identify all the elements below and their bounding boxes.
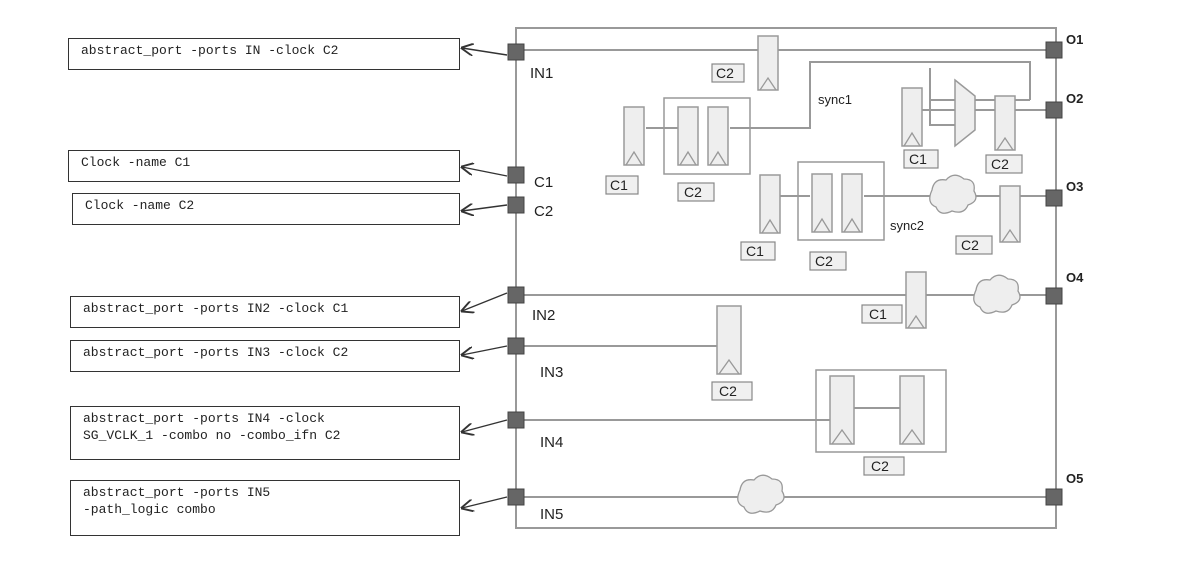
clock-tag-in2-c1: C1 bbox=[861, 304, 903, 324]
flop-o2-c2 bbox=[994, 95, 1016, 151]
arrow-c1 bbox=[462, 167, 508, 177]
svg-text:C2: C2 bbox=[871, 458, 889, 474]
port-in1 bbox=[507, 43, 525, 61]
svg-text:C2: C2 bbox=[991, 156, 1009, 172]
command-box-clock-c1: Clock -name C1 bbox=[68, 150, 460, 182]
mux bbox=[954, 78, 976, 148]
svg-text:C2: C2 bbox=[719, 383, 737, 399]
port-label-in4: IN4 bbox=[540, 434, 563, 451]
port-in5 bbox=[507, 488, 525, 506]
in4-group bbox=[815, 369, 947, 453]
flop-in2-c1 bbox=[905, 271, 927, 329]
svg-text:C2: C2 bbox=[815, 253, 833, 269]
port-label-o3: O3 bbox=[1066, 179, 1083, 194]
combo-cloud-o3 bbox=[929, 174, 977, 214]
flop-sync1-c1 bbox=[623, 106, 645, 166]
port-o1 bbox=[1045, 41, 1063, 59]
arrow-in4 bbox=[462, 419, 508, 432]
svg-text:C1: C1 bbox=[610, 177, 628, 193]
command-box-in1: abstract_port -ports IN -clock C2 bbox=[68, 38, 460, 70]
design-block bbox=[515, 27, 1057, 529]
command-box-in2: abstract_port -ports IN2 -clock C1 bbox=[70, 296, 460, 328]
port-label-in1: IN1 bbox=[530, 65, 553, 82]
svg-text:C2: C2 bbox=[716, 65, 734, 81]
port-label-o2: O2 bbox=[1066, 91, 1083, 106]
flop-in3-c2 bbox=[716, 305, 742, 375]
clock-tag-in1-c2: C2 bbox=[711, 63, 745, 83]
port-label-o1: O1 bbox=[1066, 32, 1083, 47]
clock-tag-sync1-c1: C1 bbox=[605, 175, 639, 195]
flop-sync2-b bbox=[841, 173, 863, 233]
port-o2 bbox=[1045, 101, 1063, 119]
flop-o2-c1 bbox=[901, 87, 923, 147]
flop-sync1-a bbox=[677, 106, 699, 166]
port-in2 bbox=[507, 286, 525, 304]
arrow-in1 bbox=[462, 48, 508, 55]
net-label-sync1: sync1 bbox=[818, 92, 852, 107]
flop-sync1-b bbox=[707, 106, 729, 166]
flop-sync2-a bbox=[811, 173, 833, 233]
port-c2 bbox=[507, 196, 525, 214]
arrow-in3 bbox=[462, 345, 508, 355]
port-o4 bbox=[1045, 287, 1063, 305]
svg-text:C1: C1 bbox=[869, 306, 887, 322]
arrow-in2 bbox=[462, 292, 508, 311]
flop-o3-c2 bbox=[999, 185, 1021, 243]
flop-in1-c2 bbox=[757, 35, 779, 91]
combo-cloud-o4 bbox=[973, 274, 1021, 314]
arrow-in5 bbox=[462, 496, 508, 508]
command-box-in5: abstract_port -ports IN5 -path_logic com… bbox=[70, 480, 460, 536]
port-label-o4: O4 bbox=[1066, 270, 1084, 285]
wire-sync1-out bbox=[730, 61, 1031, 129]
flop-sync2-c1 bbox=[759, 174, 781, 234]
sync1-group bbox=[663, 97, 751, 175]
port-label-in2: IN2 bbox=[532, 307, 555, 324]
clock-tag-sync2-c2: C2 bbox=[809, 251, 847, 271]
port-label-in5: IN5 bbox=[540, 506, 563, 523]
command-box-clock-c2: Clock -name C2 bbox=[72, 193, 460, 225]
port-o5 bbox=[1045, 488, 1063, 506]
port-o3 bbox=[1045, 189, 1063, 207]
clock-tag-o3-c2: C2 bbox=[955, 235, 993, 255]
clock-tag-in3-c2: C2 bbox=[711, 381, 753, 401]
sync2-group bbox=[797, 161, 885, 241]
flop-in4-a bbox=[829, 375, 855, 445]
clock-tag-o2-c1: C1 bbox=[903, 149, 939, 169]
svg-text:C2: C2 bbox=[961, 237, 979, 253]
svg-text:C1: C1 bbox=[746, 243, 764, 259]
flop-in4-b bbox=[899, 375, 925, 445]
combo-cloud-in5 bbox=[737, 474, 785, 514]
clock-tag-sync2-c1: C1 bbox=[740, 241, 776, 261]
port-label-c2: C2 bbox=[534, 203, 553, 220]
command-box-in3: abstract_port -ports IN3 -clock C2 bbox=[70, 340, 460, 372]
wire-mux-top bbox=[929, 68, 955, 126]
clock-tag-o2-c2: C2 bbox=[985, 154, 1023, 174]
net-label-sync2: sync2 bbox=[890, 218, 924, 233]
port-in3 bbox=[507, 337, 525, 355]
port-c1 bbox=[507, 166, 525, 184]
svg-text:C2: C2 bbox=[684, 184, 702, 200]
port-label-in3: IN3 bbox=[540, 364, 563, 381]
port-label-o5: O5 bbox=[1066, 471, 1083, 486]
port-in4 bbox=[507, 411, 525, 429]
svg-text:C1: C1 bbox=[909, 151, 927, 167]
port-label-c1: C1 bbox=[534, 174, 553, 191]
clock-tag-sync1-c2: C2 bbox=[677, 182, 715, 202]
arrow-c2 bbox=[462, 205, 508, 211]
clock-tag-in4-c2: C2 bbox=[863, 456, 905, 476]
